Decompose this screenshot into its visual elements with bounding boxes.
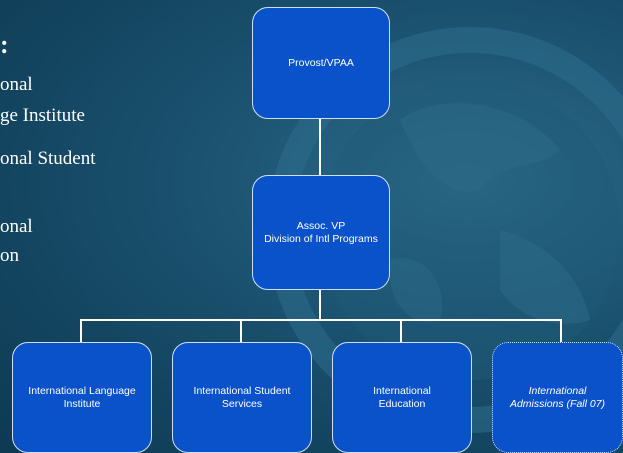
heading-fragment: : (0, 30, 9, 59)
connector-drop (400, 319, 402, 342)
left-text-line: onal (0, 216, 33, 237)
node-label: Services (221, 397, 263, 410)
node-label: International (528, 384, 587, 397)
connector-middle-bus (319, 290, 321, 320)
org-node-international-education: International Education (332, 342, 472, 453)
node-label: Institute (63, 397, 101, 410)
connector-drop (560, 319, 562, 342)
left-text-line: on (0, 245, 19, 266)
org-node-language-institute: International Language Institute (12, 342, 152, 453)
connector-bus (80, 319, 562, 321)
node-label: International (373, 384, 431, 397)
left-text-line: onal Student (0, 148, 96, 169)
connector-drop (240, 319, 242, 342)
connector-top-middle (319, 119, 321, 175)
connector-drop (80, 319, 82, 342)
node-label: Assoc. VP (296, 219, 346, 232)
node-label: Admissions (Fall 07) (509, 397, 606, 410)
left-text-line: onal (0, 74, 33, 95)
left-text-line: ge Institute (0, 105, 85, 126)
node-label: International Student (193, 384, 291, 397)
node-label: Education (378, 397, 426, 410)
node-label: International Language (28, 384, 136, 397)
org-node-assoc-vp: Assoc. VP Division of Intl Programs (252, 175, 390, 290)
org-node-provost: Provost/VPAA (252, 7, 390, 119)
org-node-international-admissions: International Admissions (Fall 07) (492, 342, 623, 453)
org-node-student-services: International Student Services (172, 342, 312, 453)
node-label: Division of Intl Programs (264, 232, 378, 245)
node-label: Provost/VPAA (288, 56, 354, 69)
